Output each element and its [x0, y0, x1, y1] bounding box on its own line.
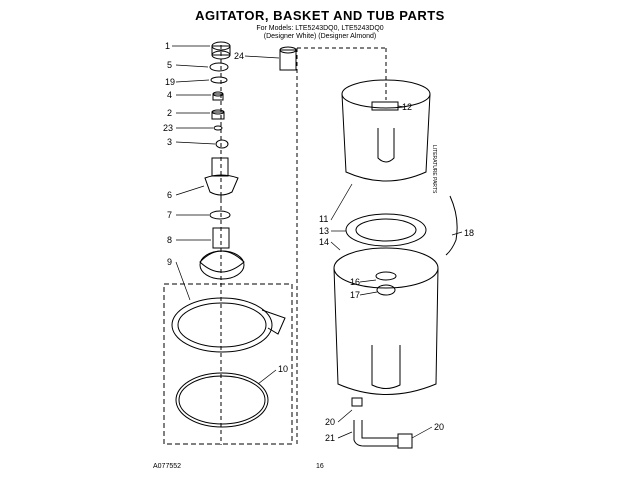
callout-19: 19	[165, 77, 175, 87]
callout-18: 18	[464, 228, 474, 238]
callout-16: 16	[350, 277, 360, 287]
part-spline	[209, 210, 231, 220]
page-number: 16	[316, 463, 324, 470]
callout-20a: 20	[325, 417, 335, 427]
part-agitator-cap	[211, 41, 231, 60]
callout-20b: 20	[434, 422, 444, 432]
callouts: 1 5 19 4 2 23 3 6 7 8 9 10 24 12 11 13 1…	[163, 41, 474, 443]
part-2	[211, 109, 225, 120]
callout-6: 6	[167, 190, 172, 200]
callout-7: 7	[167, 210, 172, 220]
part-tub-ring	[171, 297, 286, 353]
callout-11: 11	[319, 214, 328, 224]
part-seal	[210, 76, 228, 84]
part-agitator-base	[199, 227, 245, 280]
callout-2: 2	[167, 108, 172, 118]
callout-12: 12	[402, 102, 412, 112]
part-ring	[209, 62, 229, 72]
part-hose	[445, 195, 458, 256]
part-gasket	[175, 372, 269, 428]
callout-1: 1	[165, 41, 170, 51]
callout-3: 3	[167, 137, 172, 147]
part-16	[375, 271, 397, 281]
callout-8: 8	[167, 235, 172, 245]
diagram-title: AGITATOR, BASKET AND TUB PARTS	[195, 8, 445, 23]
callout-21: 21	[325, 433, 335, 443]
part-4	[212, 91, 224, 101]
callout-9: 9	[167, 257, 172, 267]
models-line: For Models: LTE5243DQ0, LTE5243DQ0	[256, 25, 384, 32]
drawing-code: A077552	[153, 463, 182, 470]
callout-17: 17	[350, 290, 360, 300]
part-basket	[341, 79, 431, 182]
callout-5: 5	[167, 60, 172, 70]
part-3	[215, 139, 229, 149]
callout-4: 4	[167, 90, 172, 100]
part-24	[279, 46, 297, 71]
part-hub-ring	[345, 213, 427, 247]
part-tub	[333, 247, 439, 395]
callout-23: 23	[163, 123, 173, 133]
callout-10: 10	[278, 364, 288, 374]
part-17	[376, 284, 396, 296]
part-9-group-box	[163, 283, 293, 445]
part-drain-elbow	[351, 397, 413, 449]
callout-14: 14	[319, 237, 329, 247]
part-agitator	[204, 157, 239, 202]
callout-13: 13	[319, 226, 329, 236]
callout-24: 24	[234, 51, 244, 61]
part-23	[213, 125, 223, 131]
variants-line: (Designer White) (Designer Almond)	[263, 33, 377, 40]
side-note: LITERATURE PARTS	[431, 145, 437, 194]
